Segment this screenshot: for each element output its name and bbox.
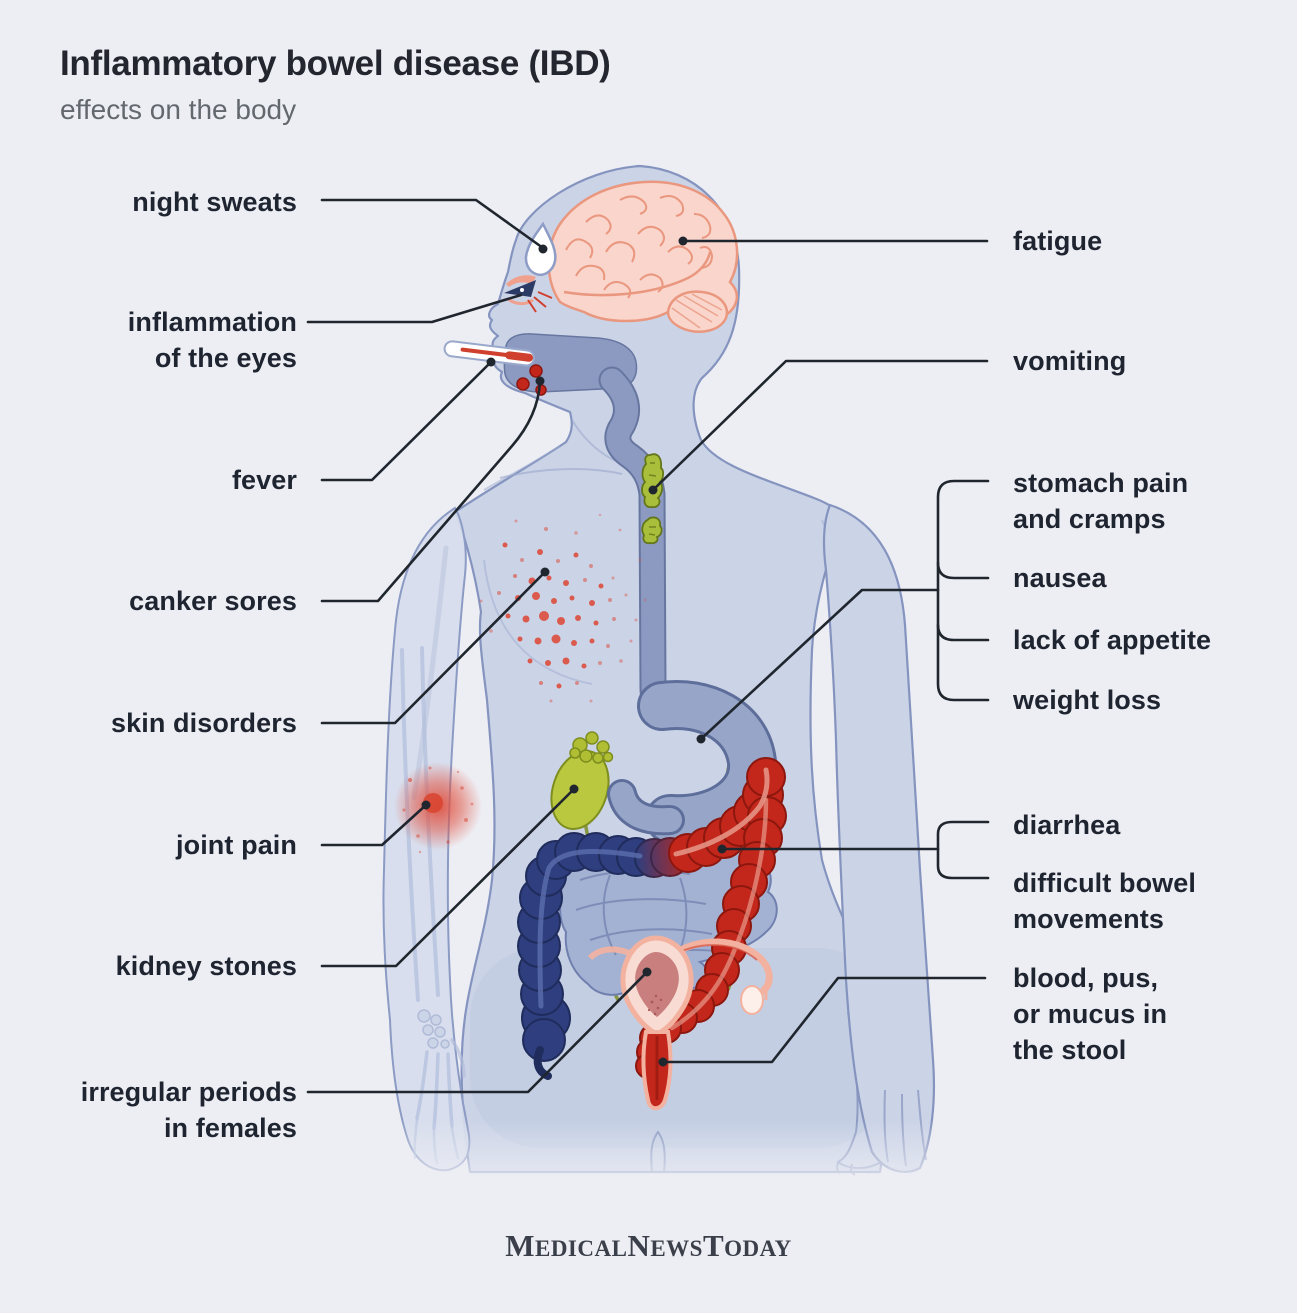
line-irregular-periods xyxy=(306,970,649,1094)
leader-lines xyxy=(306,198,990,1094)
line-eye-inflammation xyxy=(306,293,523,324)
label-joint-pain: joint pain xyxy=(176,830,297,860)
line-skin-disorders xyxy=(320,570,547,725)
label-fever: fever xyxy=(231,465,297,495)
bracket-diarrhea-group xyxy=(936,820,990,880)
label-diarrhea: diarrhea xyxy=(1013,810,1121,840)
label-fatigue: fatigue xyxy=(1013,226,1103,256)
line-stomach-group xyxy=(699,588,940,741)
pelvis-region xyxy=(470,948,888,1148)
line-fever xyxy=(320,360,493,482)
fallopian-tube xyxy=(668,938,773,995)
label-lack-of-appetite: lack of appetite xyxy=(1013,625,1212,655)
uterus-group xyxy=(587,935,773,1111)
adrenal-gland xyxy=(569,731,614,764)
header: Inflammatory bowel disease (IBD) effects… xyxy=(60,44,611,126)
medical-news-today-logo: MedicalNewsToday xyxy=(505,1228,792,1263)
carpal-bones xyxy=(417,1009,450,1049)
uterus-speckles xyxy=(647,994,663,1016)
brain xyxy=(547,180,739,333)
line-kidney-stones xyxy=(320,787,576,968)
line-blood-stool xyxy=(661,976,987,1064)
label-kidney-stones: kidney stones xyxy=(115,951,297,981)
line-joint-pain xyxy=(320,803,428,847)
page-title: Inflammatory bowel disease (IBD) xyxy=(60,44,611,83)
bottom-fade xyxy=(350,1120,970,1195)
line-night-sweats xyxy=(320,198,545,250)
bracket-stomach-group xyxy=(936,479,990,702)
label-eye-inflammation: inflammation of the eyes xyxy=(127,307,297,373)
label-difficult-bowel: difficult bowel movements xyxy=(1013,868,1196,934)
logo-t: T xyxy=(702,1228,725,1263)
label-canker-sores: canker sores xyxy=(129,586,297,616)
label-skin-disorders: skin disorders xyxy=(111,708,297,738)
ovary xyxy=(740,985,764,1015)
colon-highlights xyxy=(537,767,770,1031)
label-vomiting: vomiting xyxy=(1013,346,1127,376)
page-subtitle: effects on the body xyxy=(60,94,297,125)
brain-gyri xyxy=(563,195,714,299)
line-canker-sores xyxy=(320,380,542,603)
label-night-sweats: night sweats xyxy=(132,187,297,217)
leader-dots xyxy=(421,236,727,1067)
vomit-in-esophagus xyxy=(641,453,665,545)
stomach xyxy=(607,680,778,845)
label-nausea: nausea xyxy=(1013,563,1107,593)
logo-m: M xyxy=(505,1228,535,1263)
left-kidney xyxy=(550,731,614,830)
cerebellum-hatching xyxy=(671,293,723,329)
eye-icon xyxy=(504,275,553,313)
label-irregular-periods: irregular periods in females xyxy=(80,1077,297,1143)
label-stomach-pain: stomach pain and cramps xyxy=(1013,468,1189,534)
logo-n: N xyxy=(627,1228,651,1263)
thermometer-icon xyxy=(443,340,536,367)
line-vomiting xyxy=(651,359,989,492)
label-blood-stool: blood, pus, or mucus in the stool xyxy=(1013,963,1168,1065)
label-weight-loss: weight loss xyxy=(1013,685,1162,715)
